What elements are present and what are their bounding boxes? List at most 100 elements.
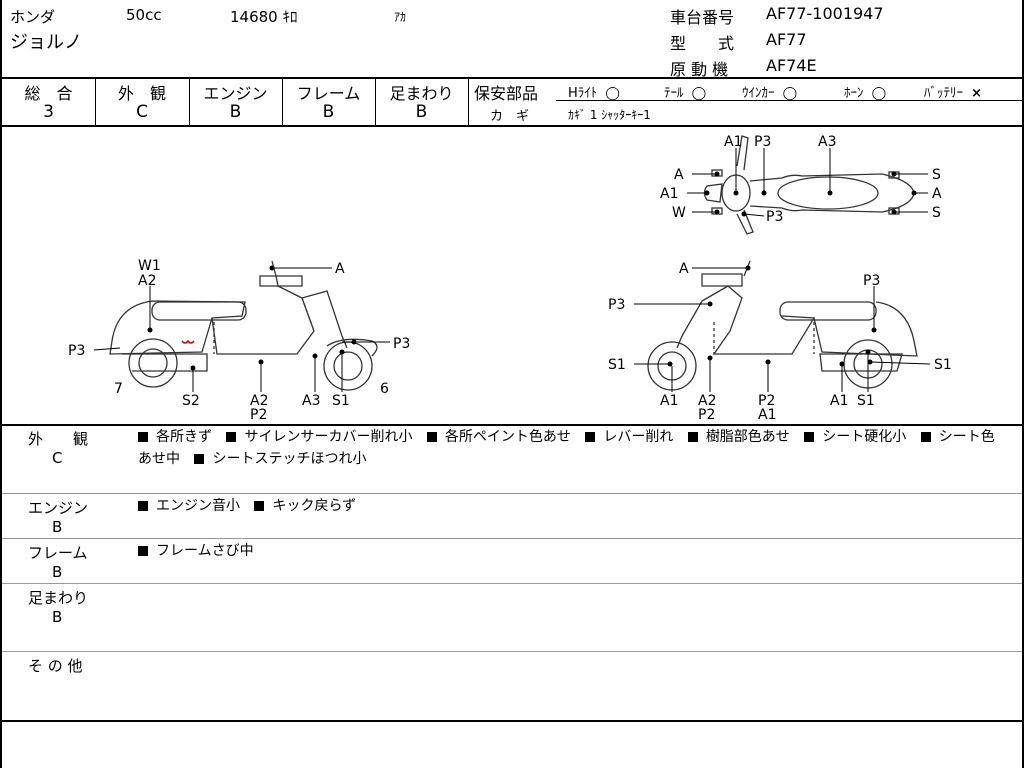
diagram-label: S1 xyxy=(857,393,875,409)
diagram-label: P2 xyxy=(250,407,267,423)
safety-item-name: ｳｲﾝｶｰ xyxy=(742,86,775,101)
divider xyxy=(2,77,1022,79)
safety-item-mark: ◯ xyxy=(782,86,798,101)
section-title-engine: エンジン xyxy=(28,499,89,517)
remark-item: 各所きず xyxy=(138,429,212,445)
section-items-engine: エンジン音小 キック戻らず xyxy=(138,495,998,517)
diagram-label: P3 xyxy=(608,297,625,313)
remark-item: レバー削れ xyxy=(585,429,673,445)
score-value-frame: B xyxy=(322,102,335,122)
divider xyxy=(2,720,1022,722)
remark-item: エンジン音小 xyxy=(138,498,240,514)
remark-item: 樹脂部色あせ xyxy=(687,429,790,445)
diagram-label: P3 xyxy=(393,336,410,352)
section-items-exterior: 各所きず サイレンサーカバー削れ小 各所ペイント色あせ レバー削れ 樹脂部色あせ… xyxy=(138,426,998,470)
section-title-other: そ の 他 xyxy=(28,657,83,675)
safety-item-battery: ﾊﾞｯﾃﾘｰ × xyxy=(924,82,982,101)
diagram-label: A3 xyxy=(818,134,836,150)
diagram-label: A1 xyxy=(724,134,742,150)
safety-item-name: Hﾗｲﾄ xyxy=(568,86,598,101)
diagram-label: S2 xyxy=(182,393,200,409)
safety-item-tail: ﾃｰﾙ ◯ xyxy=(664,82,706,101)
score-value-engine: B xyxy=(229,102,242,122)
safety-item-mark: ◯ xyxy=(691,86,707,101)
key-label: カ ギ xyxy=(490,109,530,124)
divider xyxy=(2,538,1022,539)
score-label-exterior: 外 観 xyxy=(117,84,166,103)
diagram-label: S xyxy=(932,167,941,183)
remark-item: サイレンサーカバー削れ小 xyxy=(226,429,412,445)
remark-item: シート硬化小 xyxy=(804,429,906,445)
score-value-suspension: B xyxy=(415,102,428,122)
divider xyxy=(95,77,96,125)
diagram-label: W1 xyxy=(138,258,161,274)
remark-item: キック戻らず xyxy=(254,498,356,514)
key-value: ｶｷﾞ 1 ｼｬｯﾀｰｷｰ1 xyxy=(568,108,651,122)
frame-label: 車台番号 xyxy=(670,8,735,27)
score-value-overall: 3 xyxy=(43,102,54,122)
diagram-label: A xyxy=(679,261,689,277)
diagram-label: A xyxy=(932,186,942,202)
section-grade-frame: B xyxy=(52,563,63,581)
diagram-label: S1 xyxy=(608,357,626,373)
left-view xyxy=(109,260,378,391)
safety-item-name: ﾊﾞｯﾃﾘｰ xyxy=(924,86,963,101)
diagram-label: A1 xyxy=(660,393,678,409)
diagram-label: S xyxy=(932,205,941,221)
diagram-label: A2 xyxy=(250,393,268,409)
diagram-label: P3 xyxy=(754,134,771,150)
remark-item: 各所ペイント色あせ xyxy=(426,429,571,445)
type-label: 型 式 xyxy=(670,34,735,53)
section-title-frame: フレーム xyxy=(28,544,88,562)
engine-value: AF74E xyxy=(766,56,817,75)
type-value: AF77 xyxy=(766,30,807,49)
scooter-diagram: A1 P3 A3 A A1 W P3 S A S W1 A2 A P3 P3 7… xyxy=(68,134,952,423)
divider xyxy=(2,493,1022,494)
remark-item: シートステッチほつれ小 xyxy=(194,451,366,467)
diagram-label: P2 xyxy=(758,393,775,409)
remark-item: シート色あせ中 xyxy=(138,429,995,467)
engine-label: 原 動 機 xyxy=(670,60,729,79)
divider xyxy=(282,77,283,125)
score-label-frame: フレーム xyxy=(296,84,361,103)
diagram-label: A2 xyxy=(138,273,156,289)
mileage: 14680 ｷﾛ xyxy=(230,8,298,26)
divider xyxy=(556,100,1022,101)
diagram-label: P3 xyxy=(68,343,85,359)
diagram-label: P2 xyxy=(698,407,715,423)
diagram-label: W xyxy=(672,205,686,221)
diagram-label: A1 xyxy=(830,393,848,409)
safety-label: 保安部品 xyxy=(474,84,539,103)
divider xyxy=(2,125,1022,127)
diagram-label: A3 xyxy=(302,393,320,409)
maker: ホンダ xyxy=(10,8,56,26)
safety-item-mark: × xyxy=(971,86,983,101)
divider xyxy=(189,77,190,125)
divider xyxy=(2,424,1022,426)
diagram-label: A xyxy=(335,261,345,277)
section-title-suspension: 足まわり xyxy=(28,589,89,607)
section-grade-exterior: C xyxy=(52,449,63,467)
diagram-label: 7 xyxy=(114,381,123,397)
score-value-exterior: C xyxy=(136,102,148,122)
safety-item-horn: ﾎｰﾝ ◯ xyxy=(844,82,886,101)
diagram-label: 6 xyxy=(380,381,389,397)
diagram-label: S1 xyxy=(934,357,952,373)
section-grade-suspension: B xyxy=(52,608,63,626)
divider xyxy=(468,77,469,125)
score-label-overall: 総 合 xyxy=(24,84,73,103)
diagram-label: A xyxy=(674,167,684,183)
remark-item: フレームさび中 xyxy=(138,543,254,559)
diagram-label: P3 xyxy=(766,209,783,225)
color: ｱｶ xyxy=(394,10,407,24)
diagram-label: P3 xyxy=(863,273,880,289)
score-label-engine: エンジン xyxy=(203,84,268,103)
model-name: ジョルノ xyxy=(10,32,82,53)
safety-item-mark: ◯ xyxy=(605,86,620,101)
safety-item-name: ﾃｰﾙ xyxy=(664,86,684,101)
score-label-suspension: 足まわり xyxy=(389,84,454,103)
diagram-label: S1 xyxy=(332,393,350,409)
frame-number: AF77-1001947 xyxy=(766,4,884,23)
safety-item-headlight: Hﾗｲﾄ ◯ xyxy=(568,82,620,101)
